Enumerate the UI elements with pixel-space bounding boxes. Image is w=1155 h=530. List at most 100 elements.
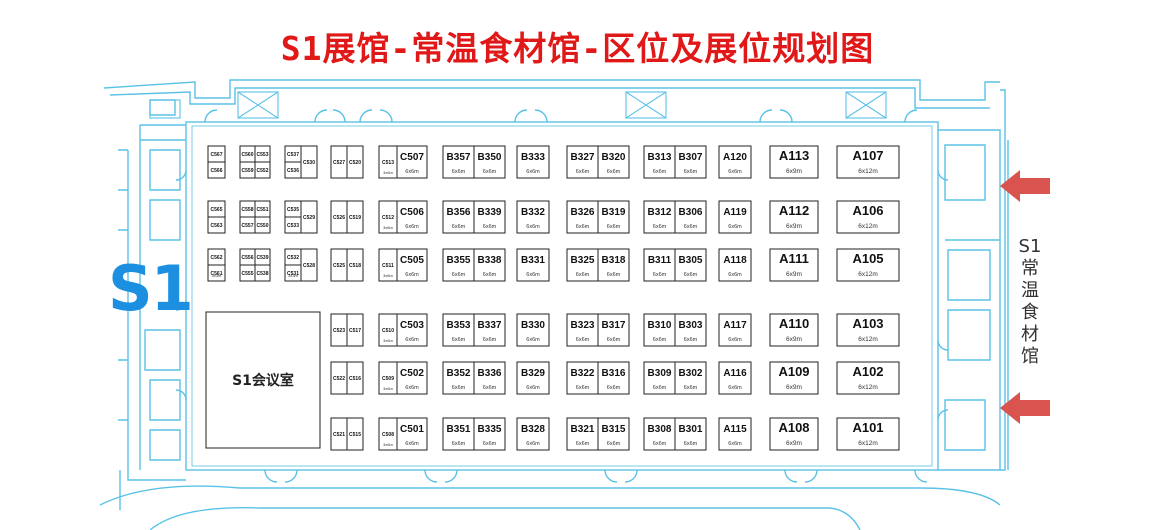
booth-C529[interactable]: C529: [300, 200, 318, 234]
booth-C526[interactable]: C526: [330, 200, 348, 234]
booth-C539[interactable]: C539: [254, 248, 271, 266]
booth-C550[interactable]: C550: [254, 216, 271, 234]
booth-C536[interactable]: C536: [284, 161, 302, 179]
booth-C560[interactable]: C560: [239, 145, 256, 163]
booth-C519[interactable]: C519: [346, 200, 364, 234]
booth-C567[interactable]: C567: [207, 145, 226, 163]
booth-C535[interactable]: C535: [284, 200, 302, 218]
booth-C523[interactable]: C523: [330, 313, 348, 347]
booth-C557[interactable]: C557: [239, 216, 256, 234]
booth-C553[interactable]: C553: [254, 145, 271, 163]
booth-C556[interactable]: C556: [239, 248, 256, 266]
booth-C518[interactable]: C518: [346, 248, 364, 282]
booth-C532[interactable]: C532: [284, 248, 302, 266]
booth-C528[interactable]: C528: [300, 248, 318, 282]
meeting-room[interactable]: [205, 311, 321, 449]
booth-C525[interactable]: C525: [330, 248, 348, 282]
booth-C521[interactable]: C521: [330, 417, 348, 451]
booth-C562[interactable]: C562: [207, 248, 226, 266]
booth-C566[interactable]: C566: [207, 161, 226, 179]
booth-C517[interactable]: C517: [346, 313, 364, 347]
booth-C555[interactable]: C555: [239, 264, 256, 282]
booth-C522[interactable]: C522: [330, 361, 348, 395]
booth-C552[interactable]: C552: [254, 161, 271, 179]
booth-C563[interactable]: C563: [207, 216, 226, 234]
booth-C533[interactable]: C533: [284, 216, 302, 234]
booth-C558[interactable]: C558: [239, 200, 256, 218]
booth-C565[interactable]: C565: [207, 200, 226, 218]
booth-C515[interactable]: C515: [346, 417, 364, 451]
booth-C551[interactable]: C551: [254, 200, 271, 218]
booth-C530[interactable]: C530: [300, 145, 318, 179]
